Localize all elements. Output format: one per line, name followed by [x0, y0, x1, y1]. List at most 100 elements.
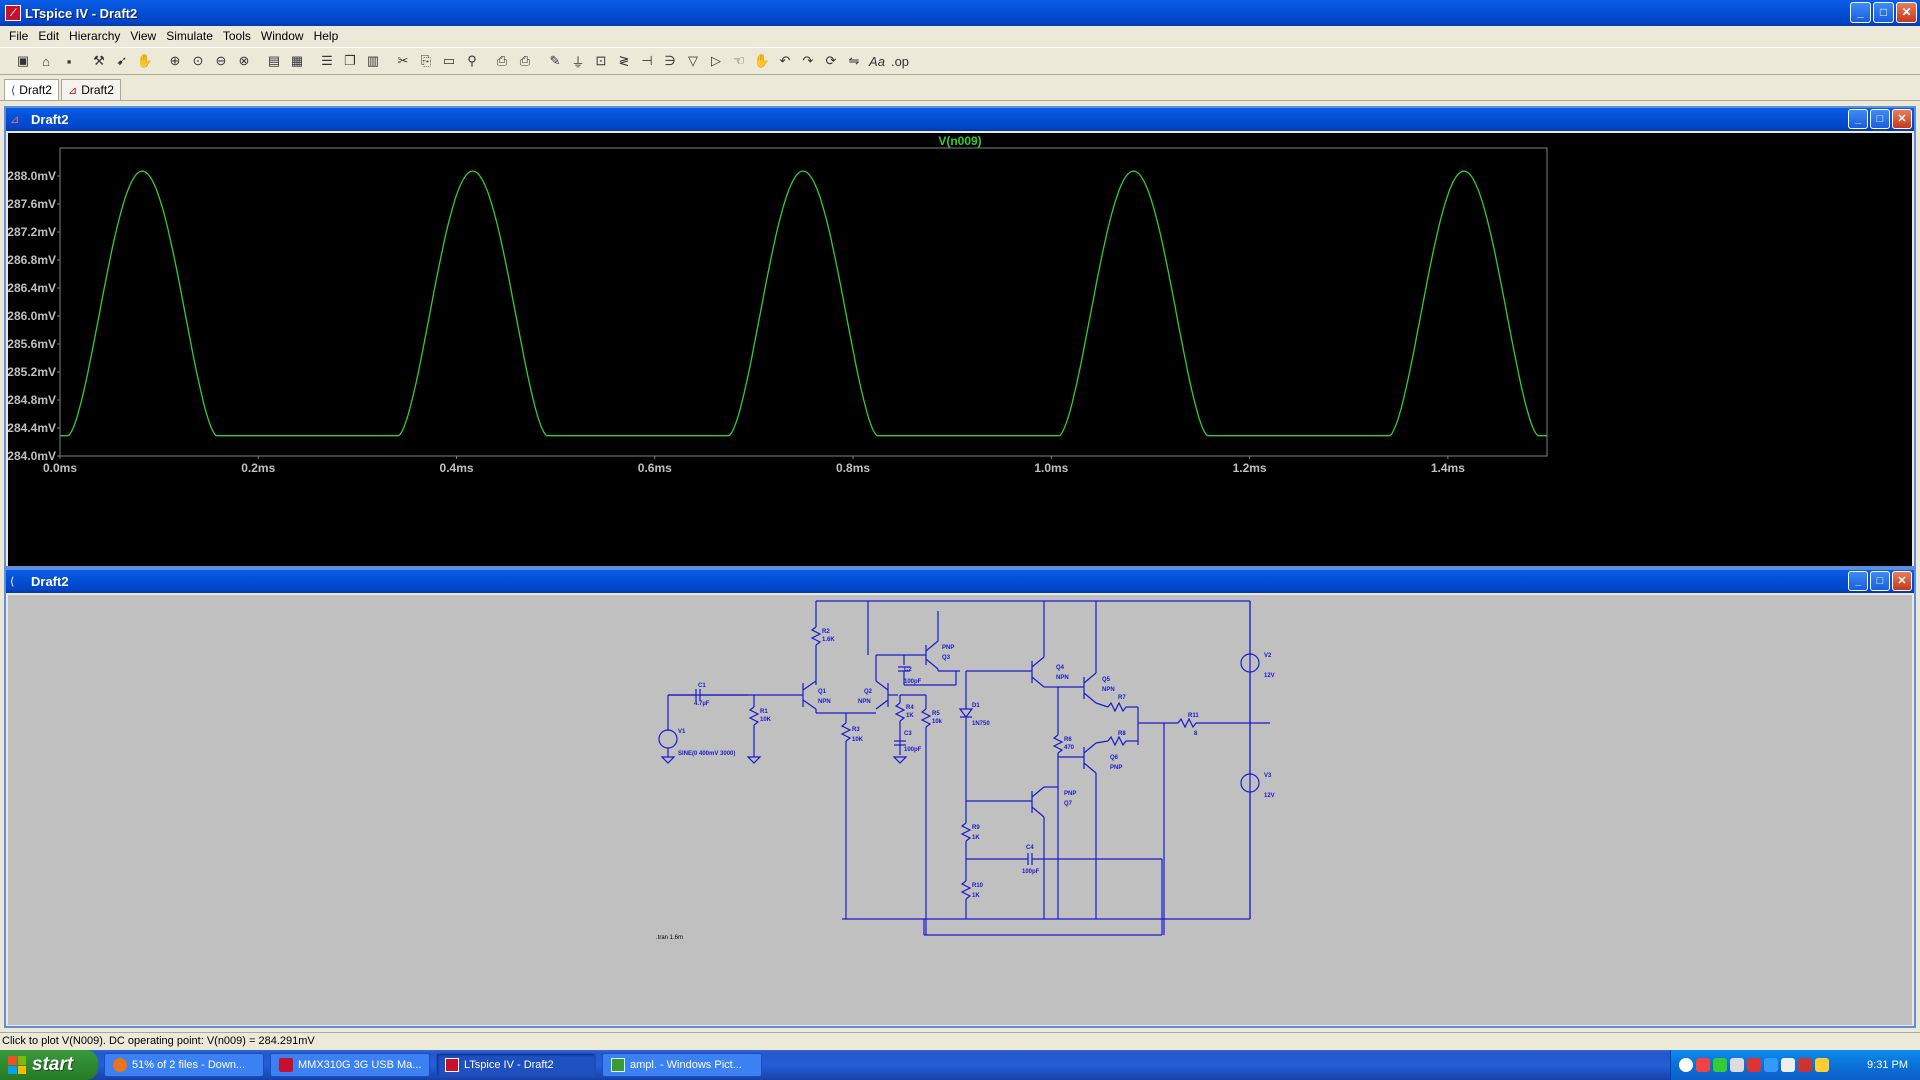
label-r7[interactable]: R7	[1118, 695, 1126, 701]
text-icon[interactable]: Aa	[869, 53, 885, 69]
menu-edit[interactable]: Edit	[38, 29, 60, 43]
control-panel-icon[interactable]: ⚒	[93, 53, 105, 68]
tray-update-icon[interactable]	[1764, 1058, 1778, 1072]
tile-horizontal-icon[interactable]: ☰	[321, 53, 333, 68]
value-c2[interactable]: 100pF	[904, 679, 922, 685]
y-tick-label[interactable]: 286.0mV	[8, 309, 56, 323]
label-q2[interactable]: Q2	[864, 689, 873, 695]
ground-icon[interactable]: ⏚	[571, 54, 585, 70]
label-v2[interactable]: V2	[1264, 653, 1272, 659]
type-q6[interactable]: Q6	[1110, 755, 1119, 761]
label-r11[interactable]: R11	[1188, 713, 1199, 719]
y-tick-label[interactable]: 287.2mV	[8, 225, 56, 239]
tile-vertical-icon[interactable]: ▥	[366, 53, 380, 68]
type-q5[interactable]: NPN	[1102, 687, 1115, 693]
component-icon[interactable]: ▷	[711, 53, 721, 68]
label-net-icon[interactable]: ⊡	[595, 53, 607, 68]
label-r1[interactable]: R1	[760, 709, 768, 715]
value-r6[interactable]: 470	[1064, 745, 1075, 751]
label-q1[interactable]: Q1	[818, 689, 827, 695]
menu-view[interactable]: View	[130, 29, 157, 43]
move-icon[interactable]: ☜	[733, 53, 745, 68]
taskbar-item-ltspice[interactable]: LTspice IV - Draft2	[436, 1053, 596, 1077]
inductor-icon[interactable]: ∋	[664, 53, 676, 68]
spice-directive[interactable]: .tran 1.6m	[656, 935, 683, 941]
tray-app-icon[interactable]	[1730, 1058, 1744, 1072]
menu-simulate[interactable]: Simulate	[166, 29, 213, 43]
label-q3-type[interactable]: PNP	[942, 645, 954, 651]
menu-hierarchy[interactable]: Hierarchy	[69, 29, 121, 43]
waveform-maximize-button[interactable]: □	[1870, 109, 1890, 129]
x-tick-label[interactable]: 1.2ms	[1233, 461, 1267, 475]
value-d1[interactable]: 1N750	[972, 721, 990, 727]
label-c4[interactable]: C4	[1026, 845, 1034, 851]
tray-security-icon[interactable]	[1713, 1058, 1727, 1072]
y-tick-label[interactable]: 284.4mV	[8, 421, 56, 435]
type-q1[interactable]: NPN	[818, 699, 831, 705]
drag-icon[interactable]: ✋	[753, 53, 771, 68]
label-d1[interactable]: D1	[972, 703, 980, 709]
pan-icon[interactable]: ⊙	[192, 53, 204, 68]
tab-schematic[interactable]: ⟨ Draft2	[4, 79, 59, 100]
value-v1[interactable]: SINE(0 400mV 3000)	[678, 751, 735, 757]
type-q2[interactable]: NPN	[858, 699, 871, 705]
x-tick-label[interactable]: 0.6ms	[638, 461, 672, 475]
waveform-close-button[interactable]: ✕	[1892, 109, 1912, 129]
y-tick-label[interactable]: 286.8mV	[8, 253, 56, 267]
minimize-button[interactable]: _	[1850, 2, 1871, 23]
value-r10[interactable]: 1K	[972, 893, 980, 899]
taskbar-item-modem[interactable]: MMX310G 3G USB Ma...	[270, 1053, 430, 1077]
label-r8[interactable]: R8	[1118, 731, 1126, 737]
tray-power-icon[interactable]	[1815, 1058, 1829, 1072]
y-tick-label[interactable]: 286.4mV	[8, 281, 56, 295]
value-v3[interactable]: 12V	[1264, 793, 1275, 799]
menu-help[interactable]: Help	[313, 29, 339, 43]
menu-tools[interactable]: Tools	[222, 29, 251, 43]
value-v2[interactable]: 12V	[1264, 673, 1275, 679]
run-icon[interactable]: ➹	[116, 53, 128, 68]
value-r4[interactable]: 1K	[906, 713, 914, 719]
maximize-button[interactable]: □	[1873, 2, 1894, 23]
schematic-close-button[interactable]: ✕	[1892, 571, 1912, 591]
menu-file[interactable]: File	[9, 29, 29, 43]
x-tick-label[interactable]: 0.0ms	[43, 461, 77, 475]
x-tick-label[interactable]: 1.4ms	[1431, 461, 1465, 475]
label-r6[interactable]: R6	[1064, 737, 1072, 743]
label-v3[interactable]: V3	[1264, 773, 1272, 779]
waveform-minimize-button[interactable]: _	[1848, 109, 1868, 129]
schematic-canvas[interactable]: R2 1.6K PNP Q3 C2 100pF C1 4.7µF Q1 NPN …	[8, 595, 1912, 1025]
y-tick-label[interactable]: 285.6mV	[8, 337, 56, 351]
value-r1[interactable]: 10K	[760, 717, 772, 723]
tray-arrow-icon[interactable]	[1679, 1058, 1693, 1072]
schematic-window-titlebar[interactable]: ⟨ Draft2 _ □ ✕	[6, 570, 1914, 593]
save-icon[interactable]: ▪	[66, 53, 72, 69]
ltspice-app-icon[interactable]: ⁄	[5, 5, 21, 21]
spice-directive-icon[interactable]: .op	[890, 53, 910, 69]
y-tick-label[interactable]: 285.2mV	[8, 365, 56, 379]
tray-volume-icon[interactable]	[1781, 1058, 1795, 1072]
label-r2[interactable]: R2	[822, 629, 830, 635]
label-r10[interactable]: R10	[972, 883, 984, 889]
y-tick-label[interactable]: 288.0mV	[8, 169, 56, 183]
label-q6[interactable]: PNP	[1110, 765, 1122, 771]
taskbar-item-picture-viewer[interactable]: ampl. - Windows Pict...	[602, 1053, 762, 1077]
zoom-in-icon[interactable]: ⊕	[169, 53, 181, 68]
diode-icon[interactable]: ▽	[688, 53, 698, 68]
autorange-icon[interactable]: ▤	[267, 53, 281, 68]
tray-shield-icon[interactable]	[1798, 1058, 1812, 1072]
x-tick-label[interactable]: 0.2ms	[241, 461, 275, 475]
trace-line[interactable]	[60, 170, 1547, 437]
value-r9[interactable]: 1K	[972, 835, 980, 841]
x-tick-label[interactable]: 0.8ms	[836, 461, 870, 475]
tab-waveform[interactable]: ⊿ Draft2	[60, 79, 121, 100]
redo-icon[interactable]: ↷	[802, 53, 814, 68]
value-c4[interactable]: 100pF	[1022, 869, 1040, 875]
y-tick-label[interactable]: 284.8mV	[8, 393, 56, 407]
label-q4[interactable]: Q4	[1056, 665, 1065, 671]
zoom-fit-icon[interactable]: ⊗	[238, 53, 250, 68]
tray-alert-icon[interactable]	[1747, 1058, 1761, 1072]
start-button[interactable]: start	[0, 1050, 98, 1080]
print-setup-icon[interactable]: ⎙	[496, 53, 508, 68]
menu-window[interactable]: Window	[260, 29, 304, 43]
